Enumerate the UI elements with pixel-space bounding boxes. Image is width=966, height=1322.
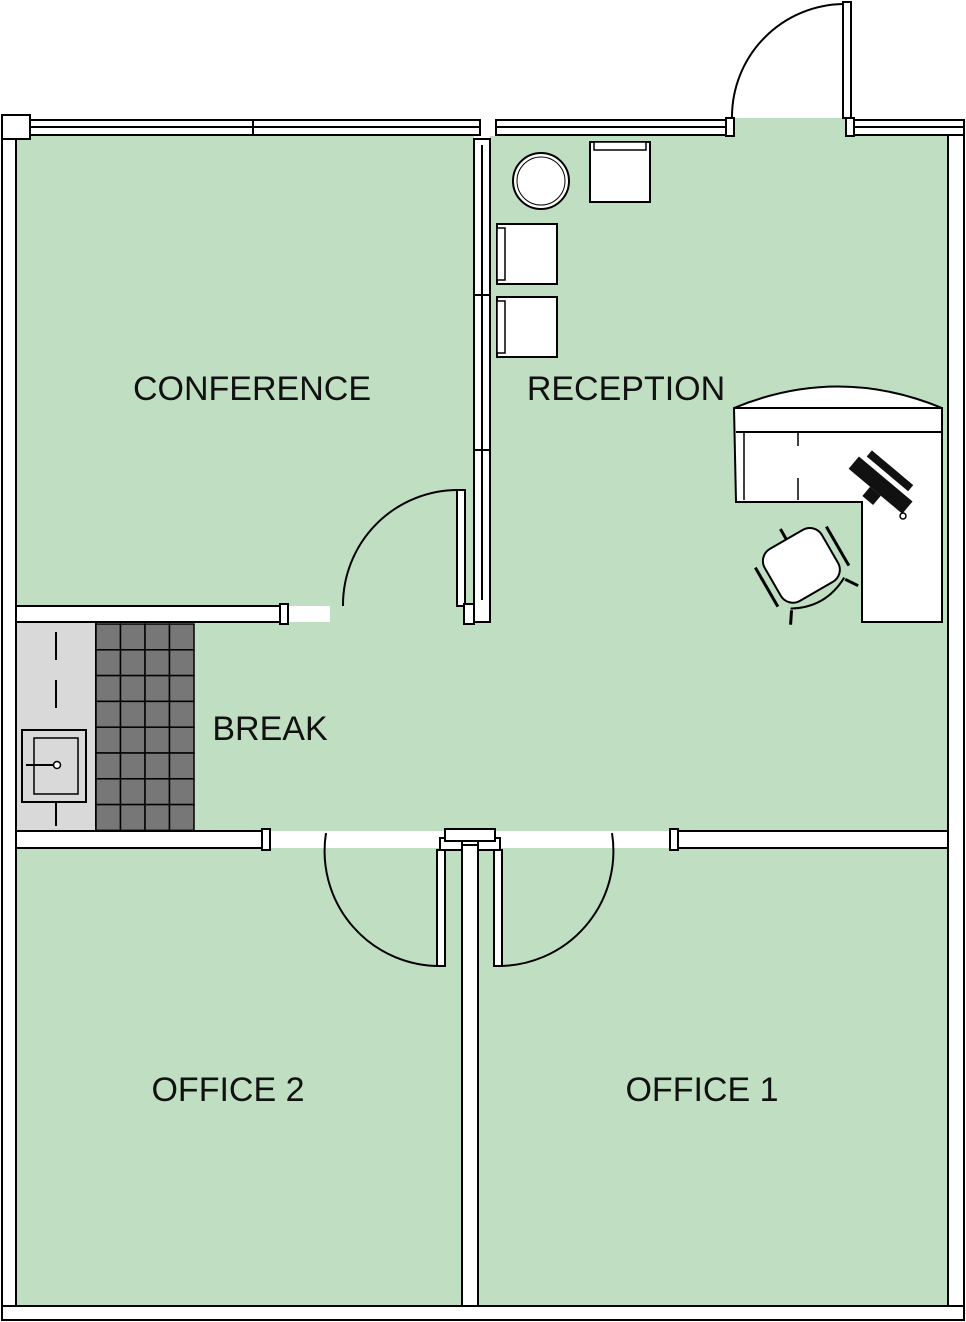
- break-floor: [194, 622, 494, 831]
- floor-tile: [95, 726, 122, 754]
- office2-door[interactable]: [323, 832, 446, 968]
- floor-tile: [168, 700, 195, 728]
- floor-tile: [144, 803, 171, 832]
- sink-drain: [52, 760, 62, 770]
- floor-tile: [168, 726, 195, 754]
- floor-tile: [119, 778, 146, 806]
- lounge-chair-1: [589, 141, 651, 203]
- floor-tile: [168, 778, 195, 806]
- office2-floor: [16, 848, 462, 1306]
- office1-floor: [478, 848, 948, 1306]
- office-divider-top: [444, 828, 496, 842]
- office2-door-jamb: [261, 828, 271, 851]
- floor-tile: [144, 752, 171, 780]
- conference-door-swing: [341, 489, 459, 607]
- floor-tile: [144, 649, 171, 677]
- floor-tile: [95, 803, 122, 832]
- room-labels: CONFERENCE RECEPTION BREAK OFFICE 2 OFFI…: [133, 370, 779, 1109]
- doors: [323, 1, 855, 968]
- office1-bottom-wall: [677, 830, 949, 849]
- floor-tile: [144, 700, 171, 728]
- break-bottom-wall: [15, 830, 263, 849]
- conference-door-jamb: [279, 603, 289, 625]
- floor-tile: [119, 623, 146, 651]
- door-gap-floor: [735, 118, 848, 138]
- floor-tile: [95, 649, 122, 677]
- side-table: [512, 152, 570, 210]
- office2-door-swing: [323, 832, 443, 968]
- floor-tiles: [95, 623, 195, 832]
- office1-door-jamb: [669, 828, 679, 851]
- side-table-edge: [516, 156, 566, 206]
- floor-tile: [168, 623, 195, 651]
- label-break: BREAK: [212, 710, 328, 748]
- left-exterior-wall: [1, 138, 17, 1320]
- right-exterior-wall: [947, 134, 965, 1320]
- floor-tile: [144, 726, 171, 754]
- floor-tile: [95, 674, 122, 703]
- floor-tile: [119, 726, 146, 754]
- entry-door-jamb-right: [845, 117, 855, 137]
- entry-door-jamb-left: [725, 117, 735, 137]
- floor-tile: [95, 778, 122, 806]
- floor-tile: [168, 803, 195, 832]
- floor-tile: [119, 700, 146, 728]
- label-office-2: OFFICE 2: [151, 1071, 304, 1109]
- lounge-chair-2: [496, 223, 558, 285]
- label-office-1: OFFICE 1: [625, 1071, 778, 1109]
- floor-tile: [144, 623, 171, 651]
- office1-door[interactable]: [493, 832, 615, 968]
- reception-furniture: [496, 141, 943, 625]
- floor-tile: [119, 674, 146, 703]
- entry-door-swing: [730, 3, 844, 119]
- conference-bottom-wall: [15, 605, 281, 623]
- entry-door[interactable]: [725, 1, 855, 137]
- hall-floor: [330, 606, 490, 622]
- office2-door-leaf: [436, 849, 446, 967]
- label-reception: RECEPTION: [527, 370, 725, 408]
- conference-door[interactable]: [341, 489, 475, 625]
- floor-tile: [95, 700, 122, 728]
- floor-tile: [119, 803, 146, 832]
- floor-tile: [168, 752, 195, 780]
- floor-tile: [95, 752, 122, 780]
- floor-tile: [168, 649, 195, 677]
- label-conference: CONFERENCE: [133, 370, 371, 408]
- floor-tile: [119, 649, 146, 677]
- bottom-exterior-wall: [1, 1305, 965, 1321]
- top-wall-left-block: [1, 114, 31, 140]
- floor-tile: [144, 778, 171, 806]
- conference-floor: [16, 136, 474, 606]
- computer: [848, 450, 914, 514]
- office1-door-leaf: [493, 849, 503, 967]
- kitchen-counter: [15, 621, 195, 832]
- conference-door-jamb-right: [463, 603, 475, 625]
- entry-door-leaf: [842, 1, 852, 119]
- desk-chair: [754, 525, 859, 625]
- conference-door-leaf: [456, 489, 466, 607]
- floor-tile: [119, 752, 146, 780]
- office1-door-swing: [496, 832, 615, 968]
- floor-tile: [95, 623, 122, 651]
- floor-tile: [168, 674, 195, 703]
- reception-desk: [732, 385, 943, 623]
- office-divider-wall: [461, 844, 479, 1307]
- lounge-chair-3: [496, 296, 558, 358]
- floor-tile: [144, 674, 171, 703]
